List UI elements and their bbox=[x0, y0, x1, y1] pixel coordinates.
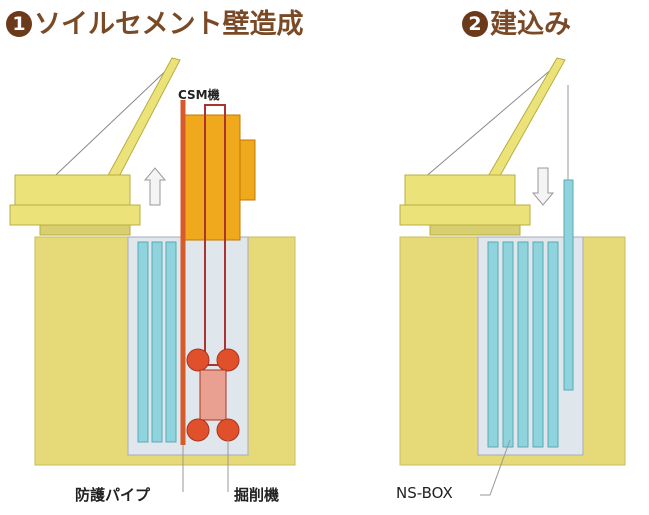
protective-pipe-label: 防護パイプ bbox=[75, 486, 151, 504]
step2-title-text: 建込み bbox=[490, 9, 571, 40]
excavator-label: 掘削機 bbox=[234, 486, 280, 504]
step2-number-badge: 2 bbox=[462, 11, 488, 37]
soil-cement-panels bbox=[137, 241, 177, 443]
step2-scene bbox=[399, 57, 626, 496]
step1-title-text: ソイルセメント壁造成 bbox=[34, 9, 304, 40]
ns-box-panels bbox=[487, 179, 574, 448]
up-arrow-icon bbox=[143, 167, 167, 206]
crane-right bbox=[399, 57, 566, 236]
step1-scene bbox=[9, 57, 296, 492]
cutter-head bbox=[186, 348, 240, 442]
ns-box-label: NS-BOX bbox=[396, 484, 453, 502]
csm-machine bbox=[184, 104, 256, 366]
step1-number-badge: 1 bbox=[6, 11, 32, 37]
down-arrow-icon bbox=[531, 167, 555, 206]
csm-machine-label: CSM機 bbox=[178, 88, 220, 102]
crane-left bbox=[9, 57, 181, 236]
